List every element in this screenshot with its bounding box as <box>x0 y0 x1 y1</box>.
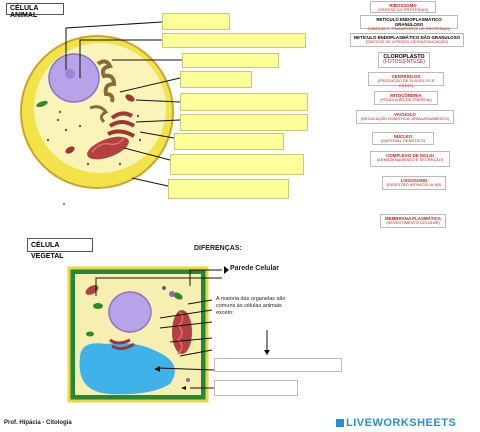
label-title: RETÍCULO ENDOPLASMÁTICO GRANULOSO <box>376 17 442 28</box>
animal-centriole <box>36 100 48 108</box>
animal-er <box>96 59 117 103</box>
label-sub: (SÍNTESE E TRANSPORTE DE PROTEÍNAS) <box>367 26 451 32</box>
label-title: RIBOSSOMO <box>389 3 417 8</box>
label-sub: (PRODUÇÃO DE ENERGIA) <box>380 97 432 103</box>
excecao-note: A maioria das organelas são comuns às cé… <box>216 296 286 316</box>
animal-nucleus <box>48 53 100 103</box>
label-title: CENTRÍOLOS <box>391 74 421 79</box>
label-sub: (SÍNTESE DE LIPÍDIOS, DESINTOXICAÇÃO) <box>365 39 449 45</box>
label-sub: (REGULAÇÃO OSMÓTICA, ARMAZENAMENTO) <box>360 116 450 122</box>
brand-icon <box>336 419 344 428</box>
label-title: CLOROPLASTO <box>383 54 425 60</box>
animal-answer-box-6[interactable] <box>180 114 308 131</box>
animal-answer-box-8[interactable] <box>170 154 304 175</box>
plant-vacuole <box>79 343 175 395</box>
parede-celular-text: Parede Celular <box>230 265 280 272</box>
label-sub: (ARMAZENAMENTO E SECREÇÃO) <box>376 157 444 163</box>
animal-nucleolus <box>65 69 75 79</box>
animal-answer-box-3[interactable] <box>182 53 279 68</box>
animal-cell-title: CÉLULA ANIMAL <box>6 3 64 19</box>
label-title: NÚCLEO <box>393 134 413 139</box>
footer-credit: Prof. Hipácia - Citologia <box>4 420 72 426</box>
label-title: VACÚOLO <box>394 112 416 117</box>
plant-answer-box-2[interactable] <box>214 380 298 396</box>
label-cloroplasto[interactable]: CLOROPLASTO(FOTOSSÍNTESE) <box>378 52 430 68</box>
label-sub: (REVESTIMENTO CELULAR) <box>386 220 440 226</box>
label-sub: (FOTOSSÍNTESE) <box>383 59 425 66</box>
label-sub: (MATERIAL GENÉTICO) <box>380 138 426 144</box>
label-ribossomo[interactable]: RIBOSSOMO(SÍNTESE DE PROTEÍNAS) <box>370 1 436 13</box>
label-title: MITOCÔNDRIA <box>390 93 422 98</box>
animal-answer-box-7[interactable] <box>174 133 284 150</box>
label-sub: (SÍNTESE DE PROTEÍNAS) <box>377 7 429 13</box>
label-membrana[interactable]: MEMBRANA PLASMÁTICA(REVESTIMENTO CELULAR… <box>380 214 446 228</box>
animal-answer-box-5[interactable] <box>180 93 308 111</box>
diferencas-heading: DIFERENÇAS: <box>194 245 242 252</box>
animal-answer-box-9[interactable] <box>168 179 289 199</box>
animal-answer-box-2[interactable] <box>162 33 306 48</box>
plant-mitochondria <box>85 285 99 295</box>
animal-answer-box-4[interactable] <box>180 71 252 88</box>
brand-logo: LIVEWORKSHEETS <box>336 417 456 429</box>
label-sub: (PRODUÇÃO DE FLAGELOS E CÍLIOS) <box>377 78 435 88</box>
label-sub: (DIGESTÃO INTRACELULAR) <box>386 182 442 188</box>
label-title: COMPLEXO DE GOLGI <box>386 153 434 158</box>
label-reng[interactable]: RETÍCULO ENDOPLASMÁTICO NÃO GRANULOSO(SÍ… <box>350 33 464 47</box>
brand-text: LIVEWORKSHEETS <box>346 417 457 429</box>
plant-chloroplast <box>93 303 103 309</box>
label-golgi[interactable]: COMPLEXO DE GOLGI(ARMAZENAMENTO E SECREÇ… <box>370 151 450 167</box>
label-nucleo[interactable]: NÚCLEO(MATERIAL GENÉTICO) <box>372 132 434 145</box>
label-reg[interactable]: RETÍCULO ENDOPLASMÁTICO GRANULOSO(SÍNTES… <box>360 15 458 32</box>
animal-answer-box-1[interactable] <box>162 13 230 30</box>
vegetal-cell-title: CÉLULA VEGETAL <box>27 238 93 260</box>
plant-nucleus <box>108 291 152 333</box>
label-lisossomo[interactable]: LISOSSOMO(DIGESTÃO INTRACELULAR) <box>382 176 446 190</box>
label-title: RETÍCULO ENDOPLASMÁTICO NÃO GRANULOSO <box>353 35 461 40</box>
label-title: MEMBRANA PLASMÁTICA <box>385 216 441 221</box>
label-title: LISOSSOMO <box>400 178 428 183</box>
animal-golgi <box>107 111 136 138</box>
plant-answer-box-1[interactable] <box>214 358 342 372</box>
label-mitocondria[interactable]: MITOCÔNDRIA(PRODUÇÃO DE ENERGIA) <box>374 91 438 105</box>
label-vacuolo[interactable]: VACÚOLO(REGULAÇÃO OSMÓTICA, ARMAZENAMENT… <box>356 110 454 124</box>
label-centriolos[interactable]: CENTRÍOLOS(PRODUÇÃO DE FLAGELOS E CÍLIOS… <box>368 72 444 88</box>
